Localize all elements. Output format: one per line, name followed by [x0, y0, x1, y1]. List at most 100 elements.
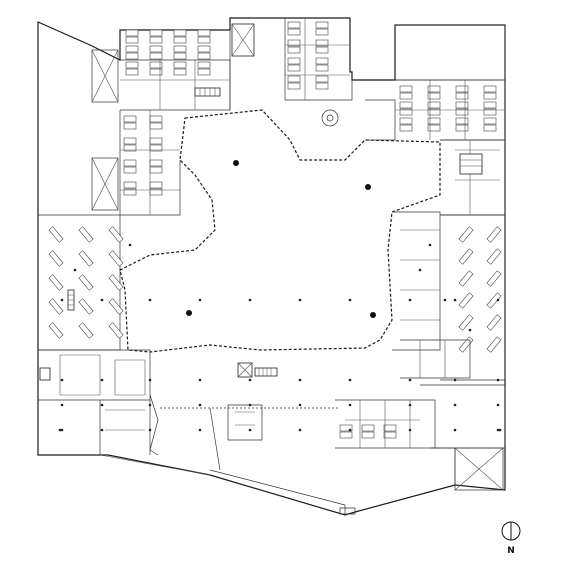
- workstation: [123, 115, 137, 130]
- structural-column: [148, 428, 152, 432]
- angled-workstation: [458, 226, 474, 243]
- angled-workstation: [486, 292, 502, 309]
- structural-column: [348, 298, 352, 302]
- structural-column: [408, 403, 412, 407]
- workstation: [197, 61, 211, 76]
- structural-column: [453, 428, 457, 432]
- workstation: [455, 101, 469, 116]
- angled-workstation: [458, 248, 474, 265]
- workstation: [125, 61, 139, 76]
- workstation: [315, 21, 329, 36]
- workstation: [125, 29, 139, 44]
- angled-workstation: [48, 274, 64, 291]
- workstation: [287, 75, 301, 90]
- angled-workstation: [48, 298, 64, 315]
- structural-column: [198, 298, 202, 302]
- restroom: [39, 367, 51, 381]
- structural-column: [60, 378, 64, 382]
- angled-workstation: [108, 274, 124, 291]
- workstation: [287, 21, 301, 36]
- stair: [459, 153, 483, 175]
- workstation: [173, 61, 187, 76]
- workstation: [149, 61, 163, 76]
- atrium-column: [370, 312, 376, 318]
- workstation: [149, 181, 163, 196]
- structural-column: [496, 378, 500, 382]
- structural-column: [198, 428, 202, 432]
- stair: [231, 23, 255, 57]
- workstation: [455, 85, 469, 100]
- stair: [67, 289, 75, 311]
- angled-workstation: [486, 270, 502, 287]
- workstation: [339, 424, 353, 439]
- service-cores: [39, 23, 483, 381]
- workstation: [483, 101, 497, 116]
- workstation: [149, 137, 163, 152]
- angled-workstation: [78, 226, 94, 243]
- light-well: [91, 49, 119, 103]
- structural-column: [148, 378, 152, 382]
- structural-column: [60, 298, 64, 302]
- angled-workstation: [78, 322, 94, 339]
- angled-workstation: [108, 226, 124, 243]
- north-arrow: N: [501, 521, 521, 556]
- structural-column: [198, 378, 202, 382]
- structural-columns: [58, 243, 502, 432]
- structural-column: [408, 298, 412, 302]
- structural-column: [408, 378, 412, 382]
- angled-workstation: [458, 336, 474, 353]
- structural-column: [248, 428, 252, 432]
- elevator: [237, 362, 253, 378]
- workstation: [361, 424, 375, 439]
- workstation: [399, 117, 413, 132]
- structural-column: [348, 428, 352, 432]
- structural-column: [496, 298, 500, 302]
- stair: [254, 367, 278, 377]
- angled-workstation: [486, 336, 502, 353]
- workstation: [427, 101, 441, 116]
- structural-column: [100, 403, 104, 407]
- workstation: [197, 45, 211, 60]
- angled-workstations: [48, 226, 502, 353]
- structural-column: [468, 328, 472, 332]
- structural-column: [198, 403, 202, 407]
- structural-column: [496, 403, 500, 407]
- structural-column: [428, 243, 432, 247]
- workstation: [123, 137, 137, 152]
- structural-column: [100, 428, 104, 432]
- workstation: [125, 45, 139, 60]
- interior-partitions: [38, 18, 506, 515]
- workstation: [149, 29, 163, 44]
- structural-column: [443, 298, 447, 302]
- structural-column: [148, 403, 152, 407]
- light-well: [91, 157, 119, 211]
- workstation: [173, 45, 187, 60]
- angled-workstation: [48, 322, 64, 339]
- workstation: [315, 57, 329, 72]
- structural-column: [248, 298, 252, 302]
- structural-column: [100, 298, 104, 302]
- workstation: [149, 159, 163, 174]
- structural-column: [348, 378, 352, 382]
- workstation: [383, 424, 397, 439]
- angled-workstation: [486, 248, 502, 265]
- angled-workstation: [78, 274, 94, 291]
- structural-column: [60, 403, 64, 407]
- structural-column: [58, 428, 62, 432]
- workstation: [123, 181, 137, 196]
- structural-column: [298, 378, 302, 382]
- angled-workstation: [78, 298, 94, 315]
- meeting-room: [321, 109, 339, 127]
- central-atrium: [119, 109, 441, 353]
- structural-column: [498, 428, 502, 432]
- workstation: [315, 39, 329, 54]
- structural-column: [418, 268, 422, 272]
- angled-workstation: [108, 322, 124, 339]
- workstation: [123, 159, 137, 174]
- atrium-column: [233, 160, 239, 166]
- angled-workstation: [486, 314, 502, 331]
- structural-column: [148, 298, 152, 302]
- angled-workstation: [48, 250, 64, 267]
- structural-column: [453, 403, 457, 407]
